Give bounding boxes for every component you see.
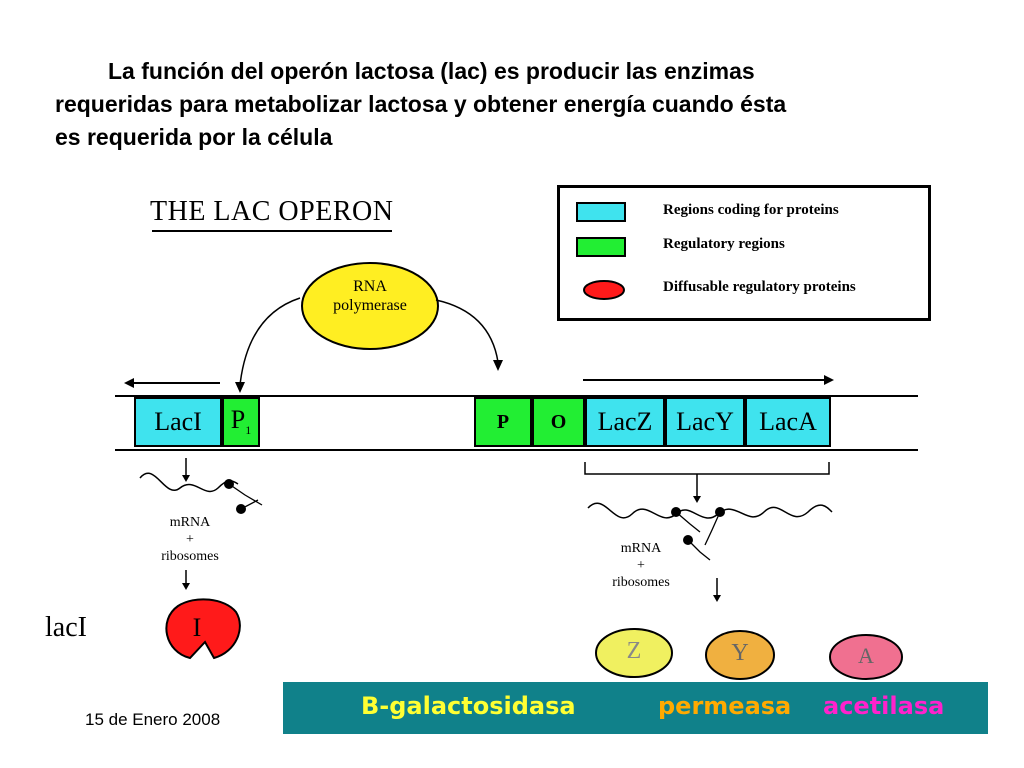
- right-mrna-label: mRNA: [620, 541, 662, 556]
- heading-line-2: requeridas para metabolizar lactosa y ob…: [55, 91, 787, 117]
- left-nascent-chain: [228, 483, 263, 510]
- left-translation-labels: mRNA + ribosomes: [145, 514, 235, 565]
- legend-label-diffusable: Diffusable regulatory proteins: [663, 279, 856, 295]
- rna-label: RNA: [353, 278, 387, 295]
- diagram-title: THE LAC OPERON: [150, 196, 394, 227]
- gene-laci: LacI: [134, 397, 222, 447]
- permease-label: permeasa: [658, 692, 792, 720]
- heading-line-1: La función del operón lactosa (lac) es p…: [108, 58, 755, 84]
- polymerase-label: polymerase: [333, 297, 407, 314]
- promoter-pi-main: P: [230, 405, 246, 435]
- promoter-p: P: [474, 397, 532, 447]
- lacI-arrowhead-icon: [182, 475, 190, 482]
- operator-o-label: O: [550, 410, 567, 433]
- protein-y-label: Y: [731, 640, 749, 666]
- legend: Regions coding for proteins Regulatory r…: [557, 185, 931, 321]
- legend-label-coding: Regions coding for proteins: [663, 202, 839, 218]
- promoter-p-label: P: [496, 410, 510, 433]
- arrowhead-pi-icon: [235, 382, 245, 393]
- legend-red-oval-icon: [583, 280, 625, 300]
- gene-laca-label: LacA: [759, 407, 817, 436]
- repressor-label: I: [192, 613, 202, 642]
- bracket-arrowhead-icon: [693, 496, 701, 503]
- left-mrna-label: mRNA: [169, 515, 211, 530]
- right-translation-labels: mRNA + ribosomes: [596, 540, 686, 591]
- date-footer: 15 de Enero 2008: [85, 710, 221, 729]
- right-ribosomes-label: ribosomes: [612, 575, 670, 590]
- left-ribosomes-label: ribosomes: [161, 549, 219, 564]
- rna-polymerase-label: RNA polymerase: [315, 277, 425, 315]
- side-laci-label: lacI: [45, 612, 87, 643]
- arrow-polymerase-to-pi: [239, 297, 301, 386]
- acetylase-label: acetilasa: [823, 692, 945, 720]
- dna-strand: [115, 395, 918, 451]
- structural-genes-bracket: [584, 462, 830, 475]
- legend-swatch-regulatory: [576, 237, 626, 257]
- right-arrowhead-icon: [824, 375, 834, 385]
- legend-label-regulatory: Regulatory regions: [663, 236, 785, 252]
- arrowhead-p-icon: [493, 360, 503, 371]
- promoter-pi-label: P1: [231, 405, 251, 438]
- gene-lacy-label: LacY: [676, 407, 734, 436]
- left-arrowhead-icon: [124, 378, 134, 388]
- arrow-polymerase-to-p: [435, 299, 499, 363]
- gene-lacz-label: LacZ: [597, 407, 653, 436]
- protein-y-shape: [705, 630, 775, 680]
- gene-laci-label: LacI: [154, 407, 202, 436]
- protein-z-shape: [595, 628, 673, 678]
- protein-z-label: Z: [626, 638, 642, 664]
- operator-o: O: [532, 397, 585, 447]
- heading-line-3: es requerida por la célula: [55, 124, 333, 150]
- promoter-pi: P1: [222, 397, 260, 447]
- b-galactosidase-label: B-galactosidasa: [361, 692, 576, 720]
- gene-laca: LacA: [745, 397, 831, 447]
- left-translation-arrowhead-icon: [182, 583, 190, 590]
- right-mrna-strand: [587, 502, 833, 519]
- promoter-pi-sub: 1: [245, 423, 252, 438]
- rna-polymerase-shape: [301, 262, 439, 350]
- right-translation-arrowhead-icon: [713, 595, 721, 602]
- enzymes-bar: B-galactosidasa permeasa acetilasa: [283, 682, 988, 734]
- legend-swatch-coding: [576, 202, 626, 222]
- right-plus-label: +: [637, 558, 645, 573]
- protein-a-label: A: [858, 643, 874, 668]
- right-nascent-chains: [675, 511, 721, 561]
- protein-a-shape: [829, 634, 903, 680]
- gene-lacz: LacZ: [585, 397, 665, 447]
- heading: La función del operón lactosa (lac) es p…: [55, 55, 975, 154]
- repressor-protein-shape: [165, 598, 241, 660]
- left-plus-label: +: [186, 532, 194, 547]
- diagram-title-underline: [152, 230, 392, 232]
- gene-lacy: LacY: [665, 397, 745, 447]
